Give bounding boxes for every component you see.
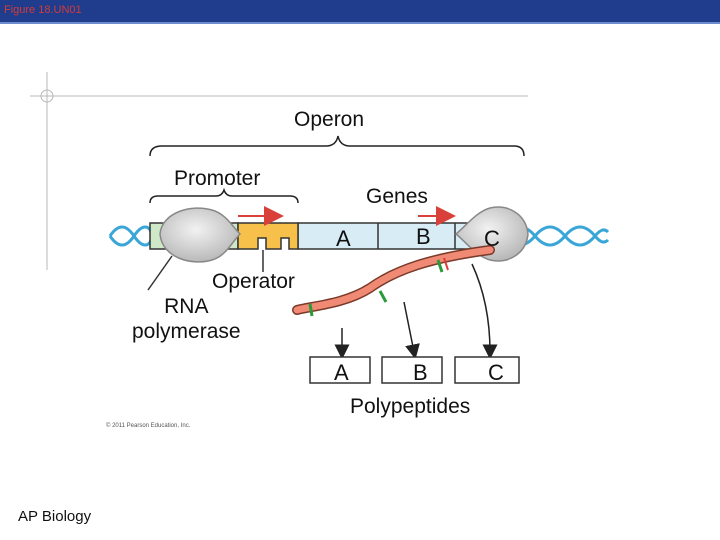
title-bar (0, 0, 720, 22)
mrna-stop-marker-4 (308, 303, 314, 317)
operon-label: Operon (294, 108, 365, 131)
mrna-stop-marker-2 (443, 257, 449, 271)
genes-label: Genes (366, 185, 428, 208)
promoter-brace (149, 187, 299, 204)
translation-arrow-c (471, 263, 498, 360)
operator-segment (237, 222, 299, 250)
translation-arrow-b (403, 301, 420, 360)
polypeptide-letter-a: A (334, 360, 349, 385)
operon-brace (149, 135, 525, 157)
operator-label: Operator (212, 270, 295, 293)
gene-letter-b: B (416, 224, 431, 249)
polypeptide-box-b (381, 356, 443, 384)
polypeptide-letter-c: C (488, 360, 504, 385)
copyright-notice: © 2011 Pearson Education, Inc. (106, 423, 191, 429)
mrna-strand-fill (293, 246, 494, 314)
title-bar-rule (0, 22, 720, 24)
rna-polymerase-left (159, 207, 242, 263)
promoter-label: Promoter (174, 167, 261, 190)
dna-helix-left (108, 225, 154, 247)
polypeptide-box-c (454, 356, 520, 384)
slide-crosshair (30, 72, 528, 270)
mrna-stop-marker-3 (378, 290, 388, 303)
course-footer: AP Biology (18, 508, 92, 525)
gene-letter-c: C (484, 226, 500, 251)
rna-polymerase-leader (147, 255, 173, 291)
polypeptides-label: Polypeptides (350, 395, 471, 418)
polypeptide-box-a (309, 356, 371, 384)
rna-polymerase-label: RNA polymerase (132, 295, 241, 343)
mrna-stop-marker-1 (436, 259, 444, 273)
gene-letter-a: A (336, 226, 351, 251)
polypeptide-letter-b: B (413, 360, 428, 385)
figure-label: Figure 18.UN01 (4, 4, 82, 16)
